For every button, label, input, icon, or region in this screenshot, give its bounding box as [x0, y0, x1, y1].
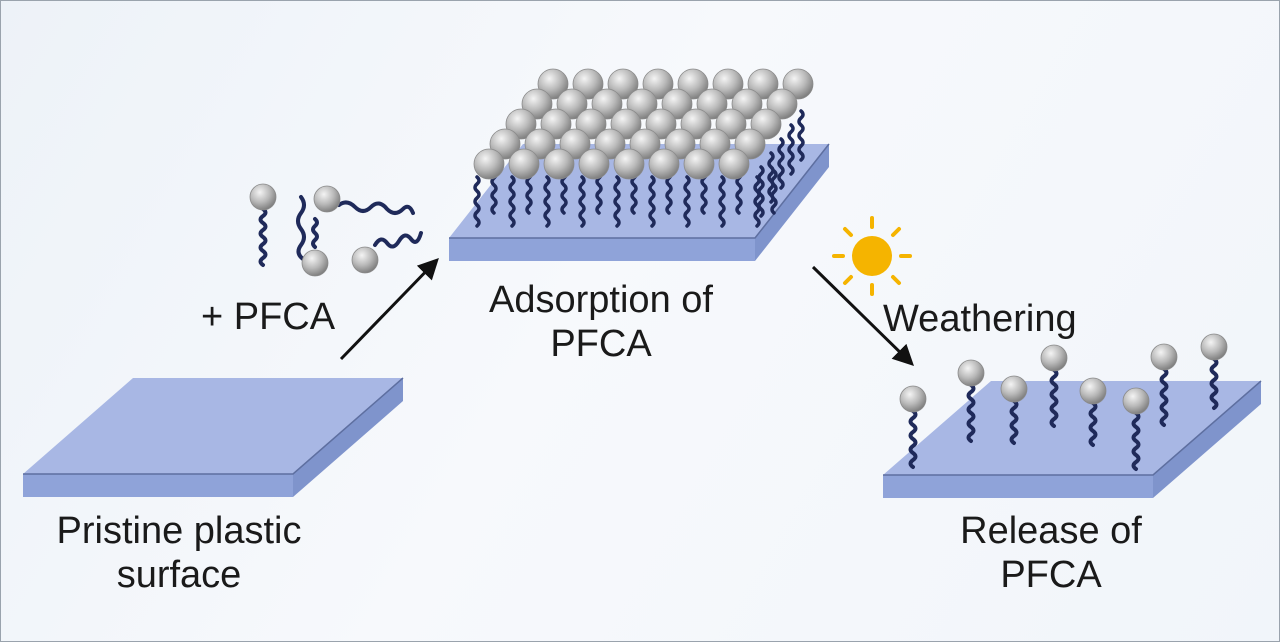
pfca-chain: [908, 409, 918, 469]
pfca-chain: [683, 175, 691, 228]
pfca-head-sphere: [899, 385, 927, 413]
pfca-chain: [777, 137, 785, 190]
sun-icon: [832, 216, 912, 296]
pfca-head-sphere: [473, 148, 505, 180]
pfca-head-sphere: [613, 148, 645, 180]
pfca-chain: [508, 175, 516, 228]
plus-pfca-text: + PFCA: [201, 296, 336, 338]
pfca-chain: [757, 165, 765, 218]
free-pfca-molecules: [249, 183, 423, 277]
release-label: Release of PFCA: [901, 509, 1201, 597]
pfca-chain: [1131, 411, 1141, 471]
pfca-chain: [787, 123, 795, 176]
pfca-chain: [966, 383, 976, 443]
pfca-chain: [1209, 357, 1219, 410]
adsorption-label-line1: Adsorption of: [489, 279, 713, 321]
pfca-head-sphere: [1079, 377, 1107, 405]
pfca-head-sphere: [313, 185, 341, 213]
arrow-icon: [339, 257, 439, 361]
pfca-head-sphere: [648, 148, 680, 180]
pfca-chain: [770, 169, 778, 215]
adsorption-label-line2: PFCA: [550, 323, 652, 365]
pristine-plastic-plate: [23, 377, 404, 497]
release-label-line2: PFCA: [1000, 554, 1102, 596]
pfca-chain: [258, 207, 268, 267]
pfca-head-sphere: [578, 148, 610, 180]
pfca-chain: [1009, 399, 1019, 445]
pfca-head-sphere: [957, 359, 985, 387]
pfca-chain: [1049, 368, 1059, 428]
pfca-head-sphere: [249, 183, 277, 211]
released-pfca-molecules: [899, 333, 1228, 471]
pfca-chain: [373, 231, 423, 249]
pristine-label-line2: surface: [116, 554, 242, 596]
adsorbed-pfca-layer: [473, 68, 814, 228]
pfca-chain: [543, 175, 551, 228]
weathering-label: Weathering: [883, 297, 1077, 341]
pfca-head-sphere: [718, 148, 750, 180]
pfca-chain: [613, 175, 621, 228]
arrow-icon: [811, 265, 915, 366]
adsorption-label: Adsorption of PFCA: [461, 278, 741, 366]
pfca-chain: [296, 195, 306, 261]
pfca-chain: [311, 217, 319, 249]
pristine-label: Pristine plastic surface: [19, 509, 339, 597]
release-plate: [883, 380, 1262, 498]
pfca-head-sphere: [1040, 344, 1068, 372]
pristine-label-line1: Pristine plastic: [56, 510, 302, 552]
pfca-chain: [648, 175, 656, 228]
pfca-head-sphere: [351, 246, 379, 274]
pfca-chain: [1159, 367, 1169, 427]
pfca-head-sphere: [301, 249, 329, 277]
pfca-chain: [337, 200, 415, 215]
pfca-head-sphere: [1000, 375, 1028, 403]
pfca-head-sphere: [1150, 343, 1178, 371]
pfca-head-sphere: [683, 148, 715, 180]
pfca-head-sphere: [1122, 387, 1150, 415]
pfca-chain: [473, 175, 481, 228]
pfca-chain: [1088, 401, 1098, 447]
weathering-text: Weathering: [883, 298, 1077, 340]
plus-pfca-label: + PFCA: [201, 295, 335, 339]
pfca-chain: [578, 175, 586, 228]
pfca-head-sphere: [543, 148, 575, 180]
pfca-head-sphere: [508, 148, 540, 180]
pfca-chain: [753, 175, 761, 228]
pfca-chain: [767, 151, 775, 204]
pfca-chain: [718, 175, 726, 228]
release-label-line1: Release of: [960, 510, 1142, 552]
pfca-chain: [797, 109, 805, 162]
pfca-head-sphere: [1200, 333, 1228, 361]
